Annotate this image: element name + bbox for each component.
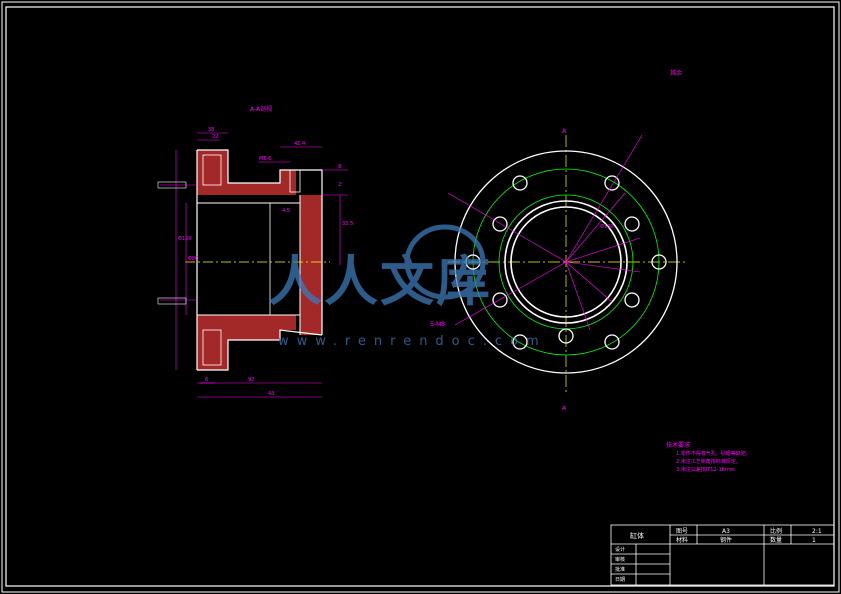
watermark-url: www.renrendoc.com [278,334,547,349]
view-marker-top: A [562,128,567,135]
bolt-hole-bottom [202,329,222,366]
row-label: 设计 [615,546,625,553]
hole-callout: 5-M8 [430,321,445,328]
bolt-holes [465,175,667,350]
dim-bore: Φ80 [188,256,198,262]
bolt-hole [651,254,667,270]
bolt-hole [492,292,508,308]
dim-len-335: 33.5 [342,221,353,227]
scale: 2:1 [812,528,822,535]
dim-left-small: 6 [205,377,208,383]
front-view: 其余 [430,69,688,412]
material-label: 材料 [676,536,688,544]
section-outline-bottom [197,329,323,371]
bolt-hole [604,175,620,191]
tech-req-item: 3.未注公差按IT12-16mm [676,466,735,473]
qty: 1 [812,537,816,544]
row-label: 批准 [615,566,625,573]
dim-overall-length: 97 [248,377,254,383]
bolt-hole-top [202,154,222,186]
bolt-hole [604,334,620,350]
dim-top-sub: 22 [212,134,218,140]
hatch-right-wall [300,195,322,335]
pitch-circle [472,168,660,356]
dim-overall-total: 43 [268,391,274,397]
dim-right-2: 2 [338,182,341,188]
scale-label: 比例 [770,527,782,535]
dim-right-1: 8 [338,164,341,170]
tech-requirements: 技术要求 1.零件不得有气孔、砂眼等缺陷。 2.未注工艺倒角按标准规定。 3.未… [666,441,751,473]
dim-depth: 41.4 [294,141,305,147]
bolt-hole [512,175,528,191]
dim-top-width: 38 [208,127,214,133]
tech-req-item: 2.未注工艺倒角按标准规定。 [676,458,741,465]
body-outer-circle [504,200,628,324]
hatch-bottom-flange [197,315,296,370]
tech-req-item: 1.零件不得有气孔、砂眼等缺陷。 [676,450,751,457]
dim-pcd: Φ100 [600,224,613,230]
section-title: A-A剖视 [250,105,272,113]
row-label: 日期 [615,577,625,583]
sheet-border-inner [5,6,835,587]
bolt-hole [512,334,528,350]
bolt-hole [465,254,481,270]
thread-hole [289,169,301,193]
row-label: 审核 [615,556,625,563]
dim-thread: M8-6 [259,156,271,162]
view-marker-bottom: A [562,405,567,412]
bolt-hole [558,328,574,344]
section-view: A-A剖视 [157,105,353,398]
bolt-hole [624,292,640,308]
outer-flange-circle [454,150,678,374]
hatch-top-flange [197,150,296,195]
roughness-note: 其余 [670,69,682,77]
bolt-hole [492,216,508,232]
watermark-text: 人人文库 [268,250,492,313]
drawing-no: A3 [722,528,730,535]
dim-flange: Φ120 [178,236,191,242]
dim-chamfer: 4.5 [282,208,290,214]
bolt-hole [624,216,640,232]
bore-circle [510,206,622,318]
watermark: 人人文库 www.renrendoc.com [268,224,547,349]
qty-label: 数量 [770,536,782,544]
material: 钢件 [720,536,732,544]
title-block: 缸体 图号 A3 材料 钢件 比例 2:1 数量 1 设计 审核 批准 日期 [610,524,835,586]
part-name: 缸体 [630,531,644,540]
drawing-no-label: 图号 [676,528,688,535]
tech-req-title: 技术要求 [666,441,690,449]
